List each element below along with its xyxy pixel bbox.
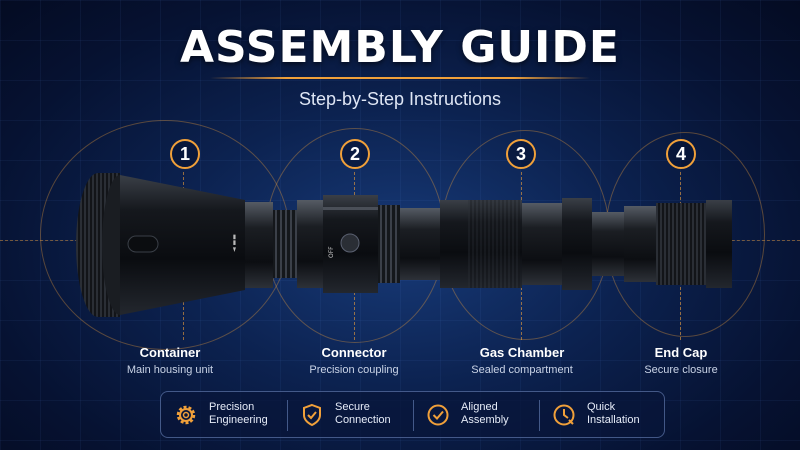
- features-bar: Precision Engineering Secure Connection …: [160, 391, 665, 438]
- step-3-description: Sealed compartment: [471, 364, 573, 376]
- step-4-number: 4: [666, 139, 696, 169]
- feature-quick-installation: Quick Installation: [539, 392, 665, 439]
- feature-divider: [287, 400, 288, 431]
- feature-2-line2: Connection: [335, 414, 391, 426]
- feature-3-line2: Assembly: [461, 414, 509, 426]
- clock-icon: [553, 404, 575, 426]
- feature-divider: [539, 400, 540, 431]
- gear-icon: [176, 405, 196, 425]
- connector-part: OFF: [297, 195, 378, 293]
- feature-aligned-assembly: Aligned Assembly: [413, 392, 539, 439]
- shield-check-icon: [303, 403, 321, 427]
- step-4-description: Secure closure: [644, 364, 718, 376]
- feature-1-line1: Precision: [209, 401, 255, 413]
- step-4-title: End Cap: [654, 345, 708, 360]
- step-2-number: 2: [340, 139, 370, 169]
- step-1-number: 1: [170, 139, 200, 169]
- container-part: ◄ ▬▬: [76, 173, 273, 317]
- step-2-description: Precision coupling: [309, 364, 399, 376]
- page-title: ASSEMBLY GUIDE: [180, 22, 620, 73]
- step-3-number: 3: [506, 139, 536, 169]
- title-underline: [210, 77, 590, 79]
- feature-divider: [413, 400, 414, 431]
- step-1-description: Main housing unit: [126, 364, 214, 376]
- page-subtitle: Step-by-Step Instructions: [298, 89, 502, 109]
- step-3-title: Gas Chamber: [479, 345, 565, 360]
- feature-2-line1: Secure: [335, 401, 370, 413]
- feature-secure-connection: Secure Connection: [287, 392, 413, 439]
- end-cap-part: [624, 200, 732, 288]
- gas-chamber-part: [400, 198, 592, 290]
- step-1-title: Container: [139, 345, 201, 360]
- feature-3-line1: Aligned: [461, 401, 498, 413]
- step-2-title: Connector: [321, 345, 387, 360]
- svg-text:OFF: OFF: [328, 246, 335, 258]
- feature-4-line2: Installation: [587, 414, 640, 426]
- feature-precision-engineering: Precision Engineering: [161, 392, 287, 439]
- feature-1-line2: Engineering: [209, 414, 268, 426]
- feature-4-line1: Quick: [587, 401, 616, 413]
- check-circle-icon: [427, 404, 449, 426]
- svg-text:◄ ▬▬: ◄ ▬▬: [231, 234, 238, 252]
